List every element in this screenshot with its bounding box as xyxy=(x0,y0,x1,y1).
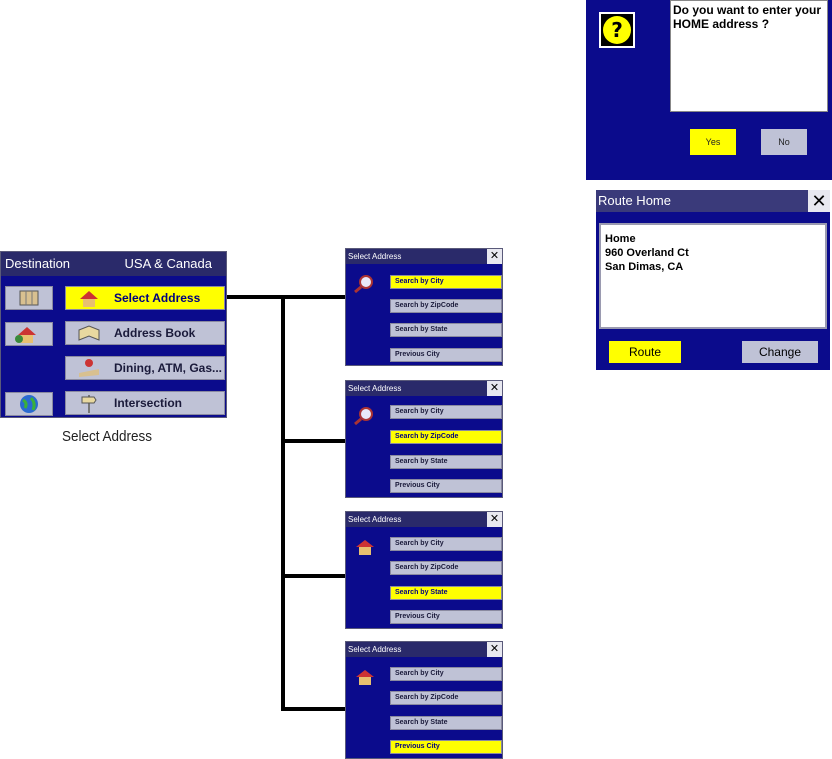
previous-city-icon xyxy=(356,670,374,685)
select-address-screen-zipcode: Select Address ✕ Search by City Search b… xyxy=(345,380,503,498)
close-icon[interactable]: ✕ xyxy=(487,512,502,527)
menu-item-dining[interactable]: Dining, ATM, Gas... xyxy=(65,356,225,380)
region-label: USA & Canada xyxy=(124,256,212,271)
screen-title: Select Address xyxy=(346,642,502,657)
option-search-by-state[interactable]: Search by State xyxy=(390,323,502,337)
option-previous-city[interactable]: Previous City xyxy=(390,348,502,362)
close-icon[interactable]: ✕ xyxy=(487,249,502,264)
option-previous-city[interactable]: Previous City xyxy=(390,610,502,624)
select-address-screen-state: Select Address ✕ Search by City Search b… xyxy=(345,511,503,629)
option-search-by-city[interactable]: Search by City xyxy=(390,275,502,289)
svg-text:?: ? xyxy=(611,18,623,42)
map-icon xyxy=(19,290,39,306)
connector-line xyxy=(281,574,345,578)
menu-item-intersection[interactable]: Intersection xyxy=(65,391,225,415)
select-address-screen-city: Select Address ✕ Search by City Search b… xyxy=(345,248,503,366)
book-icon xyxy=(78,325,100,341)
menu-item-label: Intersection xyxy=(114,396,183,410)
menu-item-address-book[interactable]: Address Book xyxy=(65,321,225,345)
yes-button[interactable]: Yes xyxy=(690,129,736,155)
route-home-dialog: Route Home ✕ Home 960 Overland Ct San Di… xyxy=(596,190,830,370)
no-button[interactable]: No xyxy=(761,129,807,155)
zipcode-search-icon xyxy=(354,407,373,426)
close-icon[interactable]: ✕ xyxy=(808,190,830,212)
option-search-by-zipcode[interactable]: Search by ZipCode xyxy=(390,561,502,575)
address-line: Home xyxy=(605,233,636,245)
menu-item-label: Dining, ATM, Gas... xyxy=(114,361,222,375)
menu-item-label: Select Address xyxy=(114,291,201,305)
destination-title-bar: Destination USA & Canada xyxy=(1,252,226,276)
question-icon: ? xyxy=(599,12,635,48)
menu-item-label: Address Book xyxy=(114,326,196,340)
screen-title: Select Address xyxy=(346,381,502,396)
globe-icon xyxy=(20,395,38,413)
change-button[interactable]: Change xyxy=(742,341,818,363)
menu-item-select-address[interactable]: Select Address xyxy=(65,286,225,310)
dialog-message: Do you want to enter your HOME address ? xyxy=(670,0,828,112)
home-address-dialog: ? Do you want to enter your HOME address… xyxy=(586,0,832,180)
connector-line xyxy=(281,439,345,443)
home-button[interactable] xyxy=(5,322,53,346)
close-icon[interactable]: ✕ xyxy=(487,642,502,657)
option-search-by-state[interactable]: Search by State xyxy=(390,586,502,600)
home-icon xyxy=(15,327,36,343)
address-line: 960 Overland Ct xyxy=(605,247,689,259)
screen-title: Select Address xyxy=(346,249,502,264)
destination-title: Destination xyxy=(5,256,71,271)
option-search-by-zipcode[interactable]: Search by ZipCode xyxy=(390,691,502,705)
address-icon xyxy=(80,291,98,307)
option-search-by-city[interactable]: Search by City xyxy=(390,537,502,551)
map-button[interactable] xyxy=(5,286,53,310)
home-address-box: Home 960 Overland Ct San Dimas, CA xyxy=(599,223,827,329)
signpost-icon xyxy=(81,395,97,413)
destination-caption: Select Address xyxy=(62,428,153,445)
option-search-by-city[interactable]: Search by City xyxy=(390,405,502,419)
connector-line xyxy=(281,295,285,711)
dialog-title: Route Home xyxy=(596,190,830,212)
globe-button[interactable] xyxy=(5,392,53,416)
address-line: San Dimas, CA xyxy=(605,261,684,273)
option-previous-city[interactable]: Previous City xyxy=(390,740,502,754)
connector-line xyxy=(227,295,345,299)
route-button[interactable]: Route xyxy=(609,341,681,363)
option-search-by-state[interactable]: Search by State xyxy=(390,455,502,469)
connector-line xyxy=(281,707,345,711)
option-previous-city[interactable]: Previous City xyxy=(390,479,502,493)
select-address-screen-previous-city: Select Address ✕ Search by City Search b… xyxy=(345,641,503,759)
option-search-by-zipcode[interactable]: Search by ZipCode xyxy=(390,299,502,313)
option-search-by-zipcode[interactable]: Search by ZipCode xyxy=(390,430,502,444)
dialog-message-line1: Do you want to enter your xyxy=(673,3,822,17)
screen-title: Select Address xyxy=(346,512,502,527)
destination-screen: Destination USA & Canada Select Address … xyxy=(0,251,227,418)
option-search-by-city[interactable]: Search by City xyxy=(390,667,502,681)
dialog-message-line2: HOME address ? xyxy=(673,17,770,31)
option-search-by-state[interactable]: Search by State xyxy=(390,716,502,730)
state-search-icon xyxy=(356,540,374,555)
city-search-icon xyxy=(354,275,373,294)
poi-icon xyxy=(79,359,99,377)
close-icon[interactable]: ✕ xyxy=(487,381,502,396)
